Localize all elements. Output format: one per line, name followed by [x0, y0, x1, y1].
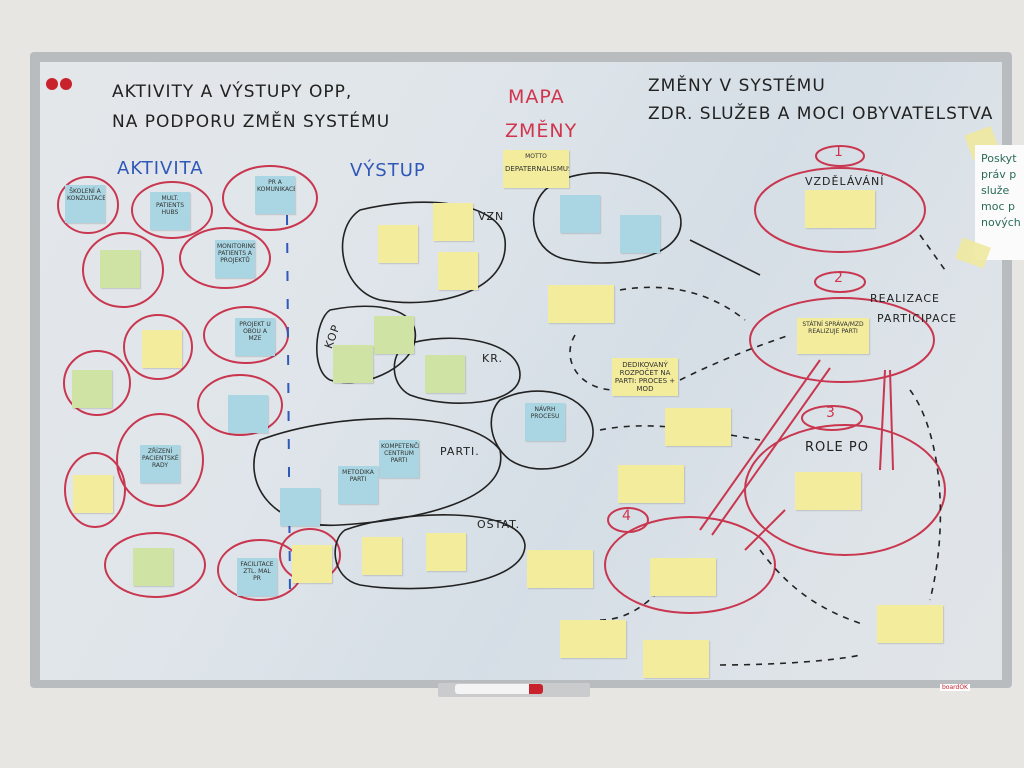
sticky-note: PR A KOMUNIKACE — [255, 176, 295, 214]
change-number: 1 — [834, 144, 844, 160]
sticky-note: METODIKA PARTI — [338, 466, 378, 504]
sticky-note — [426, 533, 466, 571]
participation-note: STÁTNÍ SPRÁVA/MZD REALIZUJE PARTI — [797, 318, 869, 354]
sticky-note: NÁVRH PROCESU — [525, 403, 565, 441]
sticky-note — [280, 488, 320, 526]
sticky-note — [133, 548, 173, 586]
board-title-line2: NA PODPORU ZMĚN SYSTÉMU — [112, 112, 391, 132]
motto-label: MOTTO — [525, 153, 547, 160]
sticky-note — [425, 355, 465, 393]
group-label: PARTI. — [440, 445, 480, 458]
column-activity: AKTIVITA — [117, 158, 204, 179]
sticky-note — [292, 545, 332, 583]
sticky-note — [333, 345, 373, 383]
sticky-note — [618, 465, 684, 503]
group-label: KR. — [482, 352, 503, 365]
group-label: OSTAT. — [477, 518, 521, 531]
sticky-note — [527, 550, 593, 588]
board-title-line1: AKTIVITY A VÝSTUPY OPP, — [112, 82, 353, 102]
paper-sheet: Poskyt práv p služe moc p nových — [975, 145, 1024, 260]
sticky-note — [650, 558, 716, 596]
sticky-note — [665, 408, 731, 446]
sticky-note — [620, 215, 660, 253]
change-label-participation: PARTICIPACE — [877, 312, 958, 325]
sticky-note — [100, 250, 140, 288]
sticky-note: ZŘÍZENÍ PACIENTSKÉ RADY — [140, 445, 180, 483]
map-title-line1: MAPA — [508, 86, 565, 108]
sticky-note — [374, 316, 414, 354]
marker — [455, 684, 543, 694]
sticky-note — [142, 330, 182, 368]
sticky-note — [228, 395, 268, 433]
sticky-note — [362, 537, 402, 575]
blue-divider — [286, 214, 291, 601]
brand-label: boardOK — [940, 684, 970, 691]
motto-text: DEPATERNALISMUS — [505, 165, 569, 173]
role-po-note — [795, 472, 861, 510]
sticky-note: ŠKOLENÍ A KONZULTACE — [65, 185, 105, 223]
sticky-note — [643, 640, 709, 678]
magnet — [60, 78, 72, 90]
group-label: VZN — [478, 210, 505, 223]
sticky-note — [877, 605, 943, 643]
sticky-note: PROJEKT U OBOU A MZE — [235, 318, 275, 356]
right-title-line1: ZMĚNY V SYSTÉMU — [648, 76, 826, 96]
sticky-note — [560, 620, 626, 658]
sticky-note — [72, 370, 112, 408]
change-label-education: VZDĚLÁVÁNÍ — [805, 175, 885, 188]
sticky-note: FACILITACE ZTL. MAL PR — [237, 558, 277, 596]
sticky-note — [378, 225, 418, 263]
education-note — [805, 190, 875, 228]
change-label-role-po: ROLE PO — [805, 440, 869, 455]
sticky-note — [560, 195, 600, 233]
change-label-participation: REALIZACE — [870, 292, 940, 305]
change-number: 4 — [622, 508, 632, 524]
map-title-line2: ZMĚNY — [505, 120, 578, 142]
magnet — [46, 78, 58, 90]
right-title-line2: ZDR. SLUŽEB A MOCI OBYVATELSTVA — [648, 104, 994, 124]
motto-note: MOTTO DEPATERNALISMUS — [503, 150, 569, 188]
column-output: VÝSTUP — [350, 160, 426, 181]
change-number: 2 — [834, 270, 844, 286]
sticky-note: MULT. PATIENTS HUBS — [150, 192, 190, 230]
sticky-note: MONITORING PATIENTS A PROJEKTŮ — [215, 240, 255, 278]
sticky-note — [73, 475, 113, 513]
sticky-note: KOMPETENČNÍ CENTRUM PARTI — [379, 440, 419, 478]
sticky-note — [548, 285, 614, 323]
black-outlines — [253, 172, 761, 590]
sticky-note — [433, 203, 473, 241]
change-number: 3 — [826, 405, 836, 421]
budget-note: DEDIKOVANÝ ROZPOČET NA PARTI: PROCES + M… — [612, 358, 678, 396]
sticky-note — [438, 252, 478, 290]
